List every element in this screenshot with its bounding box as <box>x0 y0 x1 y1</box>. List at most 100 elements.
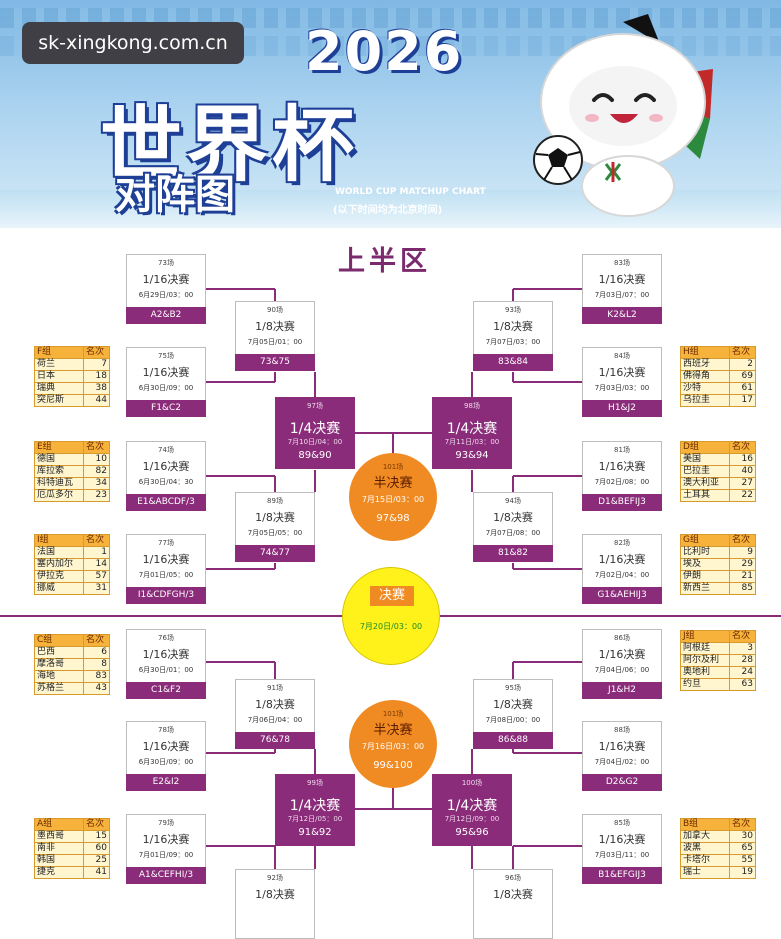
round32-match: 77场 1/16决赛 7月01日/05：00 I1&CDFGH/3 <box>126 534 206 604</box>
match-time: 7月06日/04：00 <box>247 716 303 724</box>
team-rank: 63 <box>729 678 756 691</box>
match-number: 83场 <box>614 259 630 267</box>
match-time: 7月01日/05：00 <box>138 571 194 579</box>
team-name: 库拉索 <box>34 465 84 478</box>
team-name: 乌拉圭 <box>680 394 730 407</box>
round32-match: 84场 1/16决赛 7月03日/03：00 H1&J2 <box>582 347 662 417</box>
team-rank: 28 <box>729 654 756 667</box>
team-name: 奥地利 <box>680 666 730 679</box>
match-round: 1/4决赛 <box>446 798 498 814</box>
match-round: 1/4决赛 <box>446 421 498 437</box>
match-number: 93场 <box>505 306 521 314</box>
round16-match: 89场 1/8决赛 7月05日/05：00 74&77 <box>235 492 315 562</box>
team-rank: 7 <box>83 358 110 371</box>
team-rank: 6 <box>83 646 110 659</box>
round32-match: 79场 1/16决赛 7月01日/09：00 A1&CEFHI/3 <box>126 814 206 884</box>
page-title: 世界杯 <box>100 98 359 193</box>
team-rank: 1 <box>83 546 110 559</box>
team-name: 埃及 <box>680 558 730 571</box>
rank-header: 名次 <box>729 630 756 643</box>
match-teams: 81&82 <box>473 545 553 562</box>
team-name: 阿根廷 <box>680 642 730 655</box>
match-round: 1/16决赛 <box>142 366 190 379</box>
match-number: 99场 <box>307 779 323 787</box>
rank-header: 名次 <box>83 534 110 547</box>
team-name: 韩国 <box>34 854 84 867</box>
match-round: 1/16决赛 <box>598 833 646 846</box>
round16-match: 96场 1/8决赛 <box>473 869 553 939</box>
round32-match: 78场 1/16决赛 6月30日/09：00 E2&I2 <box>126 721 206 791</box>
round16-match: 91场 1/8决赛 7月06日/04：00 76&78 <box>235 679 315 749</box>
match-number: 78场 <box>158 726 174 734</box>
group-name: F组 <box>34 346 84 359</box>
match-number: 77场 <box>158 539 174 547</box>
match-time: 7月15日/03：00 <box>361 495 425 504</box>
round32-match: 81场 1/16决赛 7月02日/08：00 D1&BEFIJ3 <box>582 441 662 511</box>
team-name: 卡塔尔 <box>680 854 730 867</box>
team-name: 瑞士 <box>680 866 730 879</box>
match-teams: 99&100 <box>373 760 413 771</box>
round16-match: 94场 1/8决赛 7月07日/08：00 81&82 <box>473 492 553 562</box>
match-time: 7月07日/08：00 <box>485 529 541 537</box>
round32-match: 74场 1/16决赛 6月30日/04：30 E1&ABCDF/3 <box>126 441 206 511</box>
quarterfinal-match: 98场 1/4决赛 7月11日/03：00 93&94 <box>432 397 512 469</box>
page-subtitle: 对阵图 <box>115 172 235 218</box>
match-time: 7月03日/03：00 <box>594 384 650 392</box>
match-teams: 76&78 <box>235 732 315 749</box>
team-name: 海地 <box>34 670 84 683</box>
round16-match: 90场 1/8决赛 7月05日/01：00 73&75 <box>235 301 315 371</box>
quarterfinal-match: 100场 1/4决赛 7月12日/09：00 95&96 <box>432 774 512 846</box>
team-rank: 61 <box>729 382 756 395</box>
match-number: 85场 <box>614 819 630 827</box>
match-teams: K2&L2 <box>582 307 662 324</box>
team-name: 阿尔及利 <box>680 654 730 667</box>
match-time: 6月30日/09：00 <box>138 758 194 766</box>
team-name: 科特迪瓦 <box>34 477 84 490</box>
match-time: 7月04日/06：00 <box>594 666 650 674</box>
match-number: 95场 <box>505 684 521 692</box>
match-time: 7月03日/07：00 <box>594 291 650 299</box>
match-number: 89场 <box>267 497 283 505</box>
match-teams: 97&98 <box>376 513 410 524</box>
team-name: 伊朗 <box>680 570 730 583</box>
match-time: 7月12日/05：00 <box>287 815 343 823</box>
title-year: 2026 <box>305 20 464 83</box>
match-teams: 86&88 <box>473 732 553 749</box>
match-number: 75场 <box>158 352 174 360</box>
team-rank: 41 <box>83 866 110 879</box>
team-rank: 3 <box>729 642 756 655</box>
match-number: 101场 <box>382 710 404 718</box>
match-number: 84场 <box>614 352 630 360</box>
round32-match: 82场 1/16决赛 7月02日/04：00 G1&AEHIJ3 <box>582 534 662 604</box>
match-time: 7月12日/09：00 <box>444 815 500 823</box>
group-name: A组 <box>34 818 84 831</box>
team-name: 土耳其 <box>680 489 730 502</box>
match-teams: A2&B2 <box>126 307 206 324</box>
match-round: 1/16决赛 <box>142 273 190 286</box>
group-name: B组 <box>680 818 730 831</box>
match-number: 90场 <box>267 306 283 314</box>
team-rank: 27 <box>729 477 756 490</box>
match-round: 1/8决赛 <box>255 320 295 333</box>
match-round: 半决赛 <box>373 723 413 738</box>
team-name: 捷克 <box>34 866 84 879</box>
